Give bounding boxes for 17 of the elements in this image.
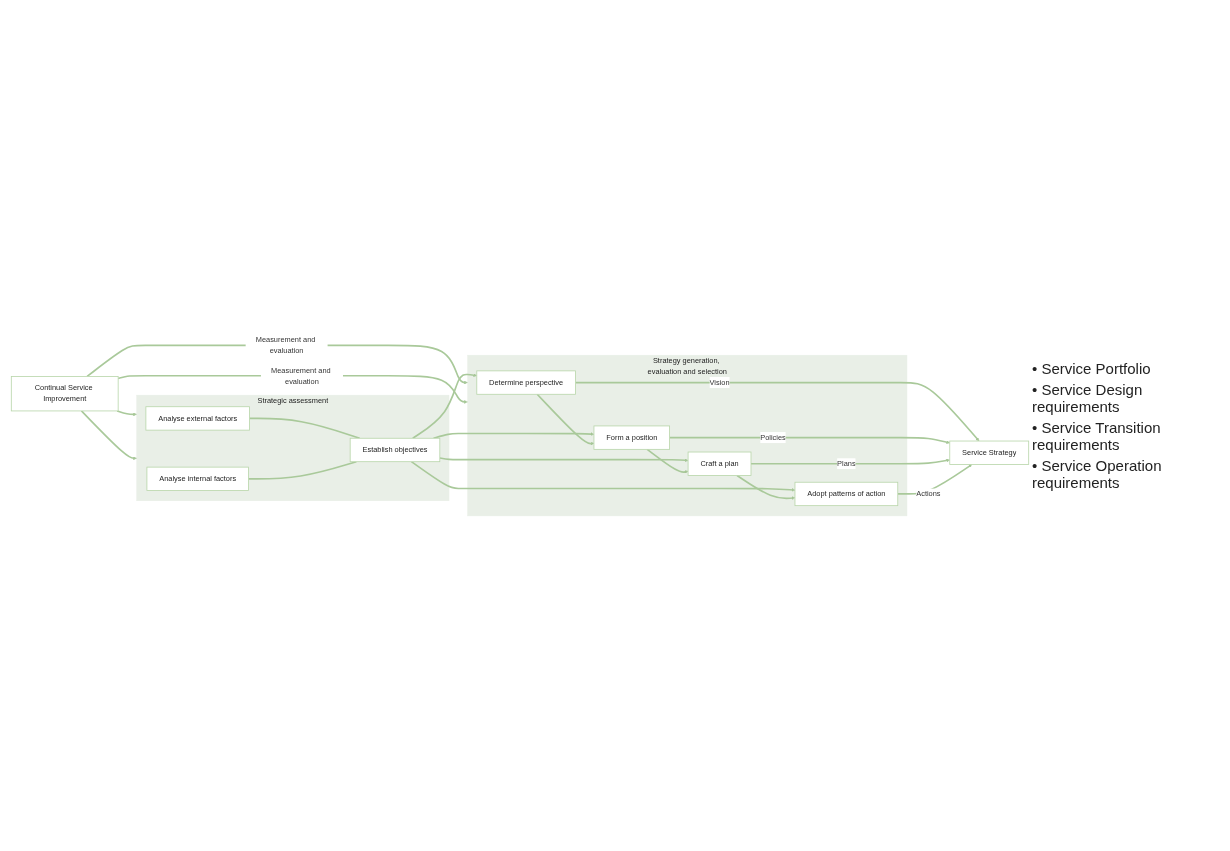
arrow bbox=[439, 457, 689, 463]
arrow bbox=[736, 475, 796, 501]
arrow bbox=[411, 373, 477, 440]
arrow bbox=[432, 432, 595, 440]
arrow bbox=[574, 382, 980, 442]
arrow bbox=[646, 448, 689, 475]
connector bbox=[248, 418, 361, 440]
requirement-list-item: • Service Transition requirements bbox=[1032, 419, 1162, 453]
arrow bbox=[116, 410, 137, 417]
requirement-list-item: • Service Portfolio bbox=[1032, 360, 1152, 377]
requirement-list-item: • Service Operation requirements bbox=[1032, 457, 1163, 491]
arrow bbox=[410, 461, 796, 493]
requirement-list-item: • Service Design requirements bbox=[1032, 381, 1144, 415]
arrow bbox=[750, 459, 950, 465]
arrow bbox=[80, 410, 137, 461]
arrow bbox=[536, 393, 595, 446]
arrow bbox=[668, 437, 950, 445]
